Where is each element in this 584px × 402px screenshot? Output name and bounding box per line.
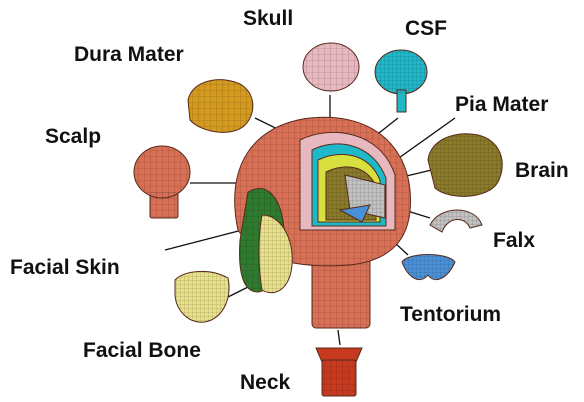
label-falx: Falx — [493, 230, 535, 251]
skull-mesh — [303, 43, 359, 91]
label-brain: Brain — [515, 160, 569, 181]
label-tentorium: Tentorium — [400, 304, 501, 325]
brain-component — [428, 134, 502, 197]
dura-mater-component — [188, 80, 253, 133]
scalp-neck-mesh — [150, 192, 178, 218]
label-pia-mater: Pia Mater — [455, 94, 548, 115]
scalp-head-mesh — [134, 146, 190, 198]
label-facial-bone: Facial Bone — [83, 340, 201, 361]
dura-mater-mesh — [188, 80, 253, 133]
brain-mesh — [428, 134, 502, 197]
label-csf: CSF — [405, 18, 447, 39]
label-facial-skin: Facial Skin — [10, 257, 120, 278]
skull-component — [303, 43, 359, 91]
falx-mesh — [430, 210, 482, 232]
falx-component — [430, 210, 482, 232]
label-neck: Neck — [240, 372, 290, 393]
facial-bone-component — [175, 271, 229, 322]
label-skull: Skull — [243, 8, 293, 29]
label-scalp: Scalp — [45, 126, 101, 147]
main-head-model — [235, 117, 411, 328]
neck-column-mesh — [312, 258, 370, 328]
scalp-component — [134, 146, 190, 218]
tentorium-component — [402, 255, 455, 280]
csf-head-mesh — [375, 50, 427, 94]
neck-body-mesh — [322, 360, 356, 396]
csf-component — [375, 50, 427, 112]
neck-component — [316, 348, 362, 396]
label-dura-mater: Dura Mater — [74, 44, 184, 65]
